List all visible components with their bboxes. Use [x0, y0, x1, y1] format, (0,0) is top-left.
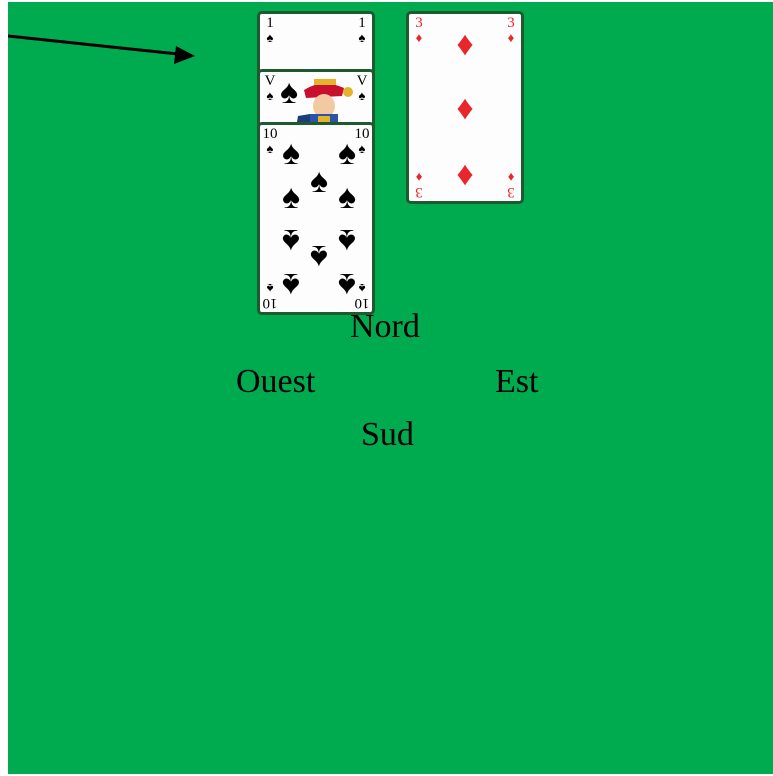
- card-index: 3♦: [503, 16, 519, 44]
- spade-icon: ♠: [274, 267, 308, 301]
- card-index: 1♠: [262, 16, 278, 44]
- arrow-pointer-icon: [8, 2, 208, 72]
- card-index: 3♦: [411, 171, 427, 199]
- spade-icon: ♠: [330, 267, 364, 301]
- card-index: 3♦: [503, 171, 519, 199]
- card-ten-of-spades[interactable]: 10♠ 10♠ 10♠ 10♠ ♠ ♠ ♠ ♠ ♠ ♠ ♠ ♠ ♠ ♠: [257, 122, 375, 315]
- jack-face-icon: [284, 76, 358, 128]
- diamond-icon: ♦: [448, 92, 482, 126]
- spade-icon: ♠: [330, 181, 364, 215]
- card-table: 1♠ 1♠ V♠ V♠ ♠ 10♠ 10♠: [8, 2, 773, 774]
- seat-label-north: Nord: [350, 308, 420, 346]
- diamond-icon: ♦: [448, 28, 482, 62]
- seat-label-south: Sud: [361, 416, 414, 454]
- card-index: 1♠: [354, 16, 370, 44]
- spade-icon: ♠: [274, 181, 308, 215]
- card-three-of-diamonds[interactable]: 3♦ 3♦ 3♦ 3♦ ♦ ♦ ♦: [406, 11, 524, 204]
- diamond-icon: ♦: [448, 158, 482, 192]
- card-index: 3♦: [411, 16, 427, 44]
- seat-label-west: Ouest: [236, 363, 315, 401]
- seat-label-east: Est: [495, 363, 538, 401]
